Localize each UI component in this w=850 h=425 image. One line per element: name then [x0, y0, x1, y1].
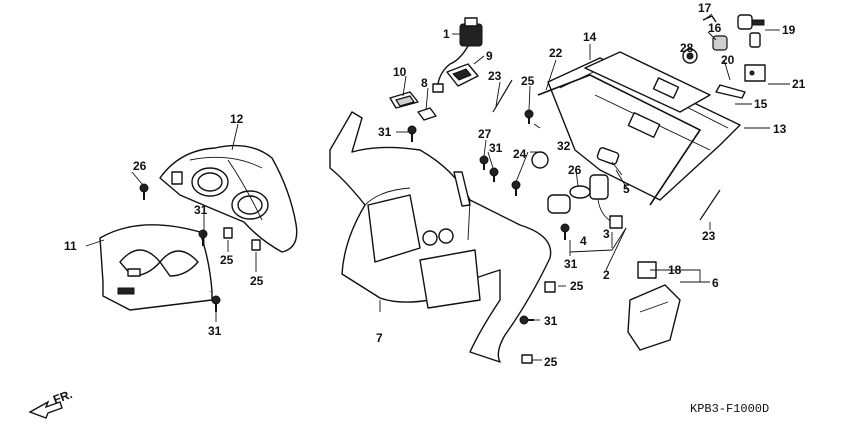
- callout-25-a: 25: [220, 253, 234, 267]
- callout-5: 5: [623, 182, 630, 196]
- callout-15: 15: [754, 97, 768, 111]
- callout-18: 18: [668, 263, 682, 277]
- callout-25-c: 25: [570, 279, 584, 293]
- part-12-meter-housing: [159, 144, 298, 253]
- part-19-key-lock: [737, 14, 765, 48]
- part-32-cap: [531, 151, 549, 169]
- clip-25-c: [544, 281, 556, 293]
- callout-13: 13: [773, 122, 787, 136]
- callout-23-right: 23: [702, 229, 716, 243]
- callout-31-mid: 31: [489, 141, 503, 155]
- callout-29: 25: [521, 74, 535, 88]
- clips: [223, 79, 721, 364]
- callout-7: 7: [376, 331, 383, 345]
- part-6-fuse-box: [627, 284, 681, 351]
- callout-26: 26: [568, 163, 582, 177]
- callout-31-upper: 31: [378, 125, 392, 139]
- direction-label: FR.: [51, 387, 74, 407]
- part-28-bushing: [682, 48, 698, 64]
- callout-10: 10: [393, 65, 407, 79]
- callout-31-left: 31: [194, 203, 208, 217]
- callout-1: 1: [443, 27, 450, 41]
- callout-32: 32: [557, 139, 571, 153]
- leader-lines: [85, 13, 790, 361]
- callout-22: 22: [549, 46, 563, 60]
- screw-31-left: [198, 229, 208, 246]
- pin-23-b: [699, 189, 721, 221]
- part-8-clip: [417, 107, 437, 121]
- clip-25-d: [521, 354, 533, 364]
- part-11-lower-cover: [99, 224, 213, 311]
- callout-4: 4: [580, 234, 587, 248]
- clip-25-b: [251, 239, 261, 251]
- callout-23-top: 23: [488, 69, 502, 83]
- callout-12: 12: [230, 112, 244, 126]
- part-7-front-cover: [329, 111, 552, 363]
- part-1-switch: [432, 17, 483, 93]
- part-22-seal: [537, 74, 702, 206]
- callout-14: 14: [583, 30, 597, 44]
- callout-28: 28: [680, 41, 694, 55]
- callout-16: 16: [708, 21, 722, 35]
- screws: [139, 109, 570, 325]
- screw-24: [511, 180, 521, 196]
- callout-30: 26: [133, 159, 147, 173]
- callout-21: 21: [792, 77, 806, 91]
- screw-31-upper: [407, 125, 417, 142]
- screw-31-bottom-left: [211, 295, 221, 312]
- screw-27: [479, 155, 489, 170]
- part-21-latch: [744, 64, 766, 82]
- callout-25-b: 25: [250, 274, 264, 288]
- part-20-lever: [715, 84, 746, 99]
- pin-23-a: [492, 79, 513, 113]
- screw-29: [524, 109, 534, 124]
- part-9-switch-bezel: [446, 63, 479, 87]
- callout-9: 9: [486, 49, 493, 63]
- callout-6: 6: [712, 276, 719, 290]
- part-3-bulb-socket: [589, 174, 623, 229]
- part-26-grommet: [569, 185, 591, 199]
- callout-25-d: 25: [544, 355, 558, 369]
- callout-31-lower: 31: [544, 314, 558, 328]
- callout-27: 27: [478, 127, 492, 141]
- callout-labels: 1 9 10 8 23 25 22 14 12 26 11 31 25 25 3…: [64, 1, 806, 369]
- screw-31-lower: [519, 315, 534, 325]
- callout-17: 17: [698, 1, 712, 15]
- part-16-lock-cylinder: [712, 35, 728, 51]
- part-5-socket: [596, 147, 623, 176]
- front-direction-arrow: FR.: [28, 387, 74, 419]
- screw-31-right: [560, 223, 570, 240]
- screw-31-mid: [489, 167, 499, 182]
- screw-30: [139, 183, 149, 200]
- clip-25-a: [223, 227, 233, 239]
- callout-31-right: 31: [564, 257, 578, 271]
- callout-19: 19: [782, 23, 796, 37]
- callout-24: 24: [513, 147, 527, 161]
- diagram-code: KPB3-F1000D: [690, 402, 769, 416]
- callout-2: 2: [603, 268, 610, 282]
- callout-3: 3: [603, 227, 610, 241]
- part-4-lamp-holder: [547, 194, 571, 214]
- callout-11: 11: [64, 239, 77, 253]
- callout-8: 8: [421, 76, 428, 90]
- part-10-cover-piece: [389, 91, 419, 109]
- part-14-panel: [584, 51, 711, 113]
- callout-31-bottom-left: 31: [208, 324, 222, 338]
- callout-20: 20: [721, 53, 735, 67]
